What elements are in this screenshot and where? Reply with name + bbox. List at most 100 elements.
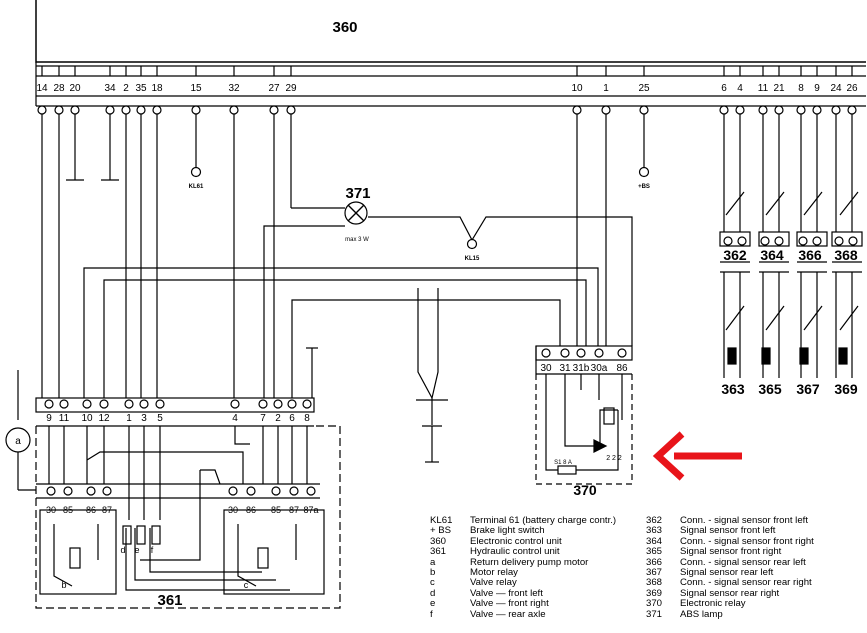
hcu-lower-terminal xyxy=(86,486,96,496)
legend-code: 361 xyxy=(430,546,447,558)
ecu-pin-label: 1 xyxy=(603,83,609,94)
legend-text: Return delivery pump motor xyxy=(470,556,589,568)
kl15-label: KL15 xyxy=(465,256,480,262)
sensor-connector-pin xyxy=(774,236,784,246)
sensor-connector-label: 368 xyxy=(834,247,858,263)
ecu-pin-terminal xyxy=(191,105,201,115)
ecu-pin-label: 9 xyxy=(814,83,820,94)
legend-text: Terminal 61 (battery charge contr.) xyxy=(470,515,617,526)
ecu-pin-label: 4 xyxy=(737,83,743,94)
sensor-connector-pin xyxy=(760,236,770,246)
ecu-pin-terminal xyxy=(54,105,64,115)
hcu-pin-label: 2 xyxy=(275,413,281,424)
hcu-lower-terminal xyxy=(289,486,299,496)
hcu-pin-terminal xyxy=(302,399,312,409)
ecu-pin-label: 11 xyxy=(758,83,769,94)
hcu-pin-terminal xyxy=(82,399,92,409)
relay-terminal-label: 86 xyxy=(246,505,256,515)
ecu-pin-terminal xyxy=(847,105,857,115)
hcu-lower-terminal xyxy=(271,486,281,496)
legend-left-column: KL61 Terminal 61 (battery charge contr.)+… xyxy=(430,515,617,620)
legend-code: KL61 xyxy=(430,515,453,526)
sensor-connector-pin xyxy=(798,236,808,246)
ecu-pin-label: 27 xyxy=(268,83,280,94)
ecu-pin-terminal xyxy=(831,105,841,115)
hcu-lower-terminal xyxy=(46,486,56,496)
legend-code: 365 xyxy=(646,546,663,558)
hcu-pin-terminal xyxy=(258,399,268,409)
hcu-pin-terminal xyxy=(99,399,109,409)
hcu-pin-terminal xyxy=(273,399,283,409)
legend: KL61 Terminal 61 (battery charge contr.)+… xyxy=(430,515,860,630)
ecu-pin-label: 6 xyxy=(721,83,727,94)
legend-code: 367 xyxy=(646,566,663,578)
relay-pin-terminal xyxy=(576,348,586,358)
hcu-pin-label: 9 xyxy=(46,413,52,424)
wheel-sensor-label: 369 xyxy=(834,381,858,397)
legend-code: 370 xyxy=(646,598,663,610)
ecu-pin-label: 21 xyxy=(773,83,785,94)
legend-code: 368 xyxy=(646,577,663,589)
legend-code: 364 xyxy=(646,535,663,547)
relay-terminal-label: 85 xyxy=(63,505,73,515)
kl61-label: KL61 xyxy=(189,184,204,190)
lamp-label: 371 xyxy=(345,185,370,202)
wheel-sensor-label: 363 xyxy=(721,381,745,397)
hcu-lower-terminal xyxy=(228,486,238,496)
relay-pin-label: 31 xyxy=(559,363,571,374)
wheel-sensor-label: 365 xyxy=(758,381,782,397)
relay-pin-terminal xyxy=(617,348,627,358)
legend-code: 371 xyxy=(646,608,663,620)
hcu-pin-terminal xyxy=(230,399,240,409)
ecu-pin-label: 14 xyxy=(36,83,48,94)
ecu-pin-terminal xyxy=(719,105,729,115)
legend-code: 366 xyxy=(646,556,663,568)
bs-terminal xyxy=(638,166,650,178)
ecu-pin-label: 25 xyxy=(638,83,650,94)
legend-code: b xyxy=(430,566,436,578)
legend-code: a xyxy=(430,556,436,568)
legend-code: d xyxy=(430,587,436,599)
hcu-lower-terminal xyxy=(63,486,73,496)
ecu-pin-terminal xyxy=(601,105,611,115)
legend-row: 370 Electronic relay xyxy=(646,598,814,610)
legend-row: a Return delivery pump motor xyxy=(430,556,616,568)
ecu-pin-terminal xyxy=(37,105,47,115)
relay-terminal-label: 86 xyxy=(86,505,96,515)
hcu-pin-terminal xyxy=(124,399,134,409)
sensor-connector-pin xyxy=(848,236,858,246)
legend-text: Valve — rear axle xyxy=(470,608,546,620)
legend-code: c xyxy=(430,577,435,589)
ecu-pin-label: 18 xyxy=(151,83,163,94)
legend-code: 362 xyxy=(646,515,663,526)
legend-text: Brake light switch xyxy=(470,525,545,537)
ecu-pin-label: 28 xyxy=(53,83,65,94)
legend-code: f xyxy=(430,608,433,620)
legend-text: Conn. - signal sensor rear right xyxy=(680,577,812,589)
legend-text: Electronic relay xyxy=(680,598,746,610)
legend-text: Signal sensor front left xyxy=(680,525,776,537)
ecu-pin-label: 20 xyxy=(69,83,81,94)
hcu-pin-label: 11 xyxy=(59,413,70,424)
ecu-pin-terminal xyxy=(269,105,279,115)
lamp-rating-note: max 3 W xyxy=(345,237,369,243)
relay-terminal-label: 87 xyxy=(102,505,112,515)
sensor-connector-pin xyxy=(834,236,844,246)
ecu-pin-label: 29 xyxy=(285,83,297,94)
ecu-pin-terminal xyxy=(735,105,745,115)
ecu-pin-terminal xyxy=(229,105,239,115)
ecu-pin-label: 2 xyxy=(123,83,129,94)
sensor-connector-pin xyxy=(737,236,747,246)
ecu-label: 360 xyxy=(332,19,357,36)
legend-text: Valve relay xyxy=(470,577,517,589)
hcu-pin-terminal xyxy=(155,399,165,409)
